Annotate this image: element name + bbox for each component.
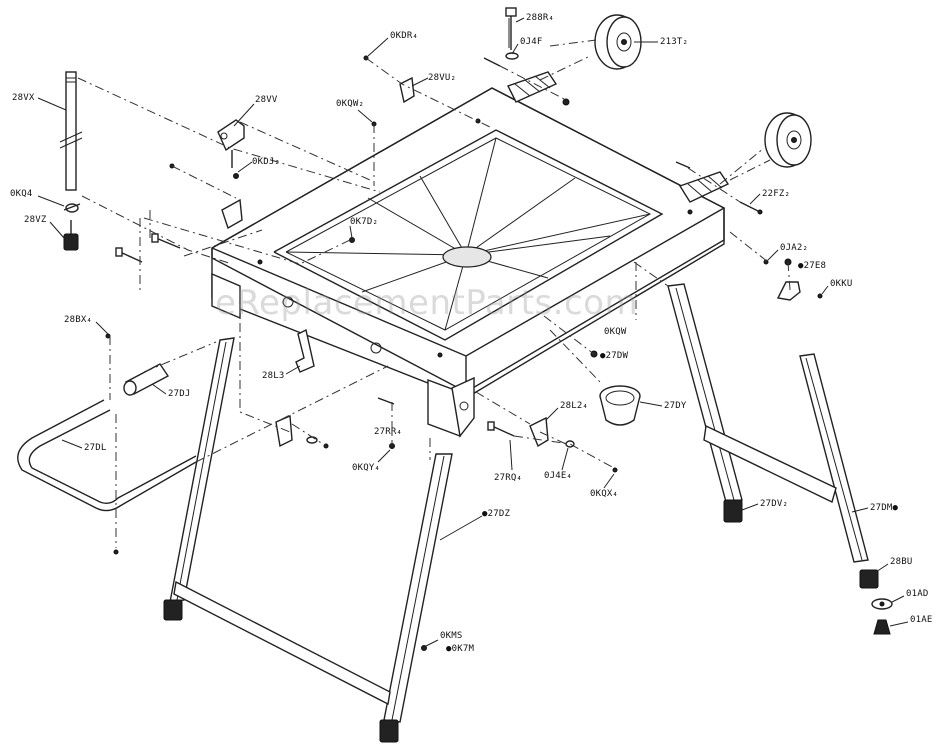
callout-0KDJ: 0KDJ₂	[252, 157, 280, 167]
part-callouts: 28VX 0KQ4 28VZ 28VV 0KDJ₂ 0KDR₄ 28VU₂ 0K…	[10, 13, 932, 654]
callout-28VX: 28VX	[12, 93, 35, 103]
callout-28BX: 28BX₄	[64, 315, 92, 325]
callout-27DL: 27DL	[84, 443, 106, 453]
callout-27DY: 27DY	[664, 401, 687, 411]
callout-27DM: 27DM●	[870, 503, 898, 513]
callout-0J4E: 0J4E₄	[544, 471, 572, 481]
extension-handle	[17, 363, 197, 555]
wheel-right	[764, 112, 812, 168]
watermark-text: eReplacementParts.com	[215, 283, 639, 323]
callout-0KQX: 0KQX₄	[590, 489, 618, 499]
callout-0J4F: 0J4F	[520, 37, 542, 47]
callout-28L3: 28L3	[262, 371, 284, 381]
wheel-top	[594, 14, 642, 70]
callout-0KQ4: 0KQ4	[10, 189, 32, 199]
callout-01AD: 01AD	[906, 589, 928, 599]
callout-27DW: ●27DW	[600, 351, 628, 361]
hardware-parts	[59, 7, 823, 651]
callout-0JA2: 0JA2₂	[780, 243, 808, 253]
callout-0KQY: 0KQY₄	[352, 463, 380, 473]
assembly-leader-lines	[77, 39, 791, 548]
callout-0KDR: 0KDR₄	[390, 31, 418, 41]
callout-0KKU: 0KKU	[830, 279, 852, 289]
callout-27DZ: ●27DZ	[482, 509, 510, 519]
callout-22FZ: 22FZ₂	[762, 189, 790, 199]
leg-assembly-front	[163, 337, 453, 743]
callout-0KQW-mid: 0KQW	[604, 327, 627, 337]
callout-0KMS: 0KMS	[440, 631, 462, 641]
callout-288R: 288R₄	[526, 13, 554, 23]
callout-213T: 213T₂	[660, 37, 688, 47]
callout-27E8: ●27E8	[798, 261, 826, 271]
callout-28VU: 28VU₂	[428, 73, 456, 83]
table-top	[211, 71, 730, 438]
callout-28VV: 28VV	[255, 95, 278, 105]
callout-28VZ: 28VZ	[24, 215, 47, 225]
callout-27DV: 27DV₂	[760, 499, 788, 509]
callout-28BU: 28BU	[890, 557, 912, 567]
callout-28L2: 28L2₄	[560, 401, 588, 411]
callout-27DJ: 27DJ	[168, 389, 190, 399]
callout-0K7D: 0K7D₂	[350, 217, 378, 227]
callout-27RR: 27RR₄	[374, 427, 402, 437]
callout-0KQW-top: 0KQW₂	[336, 99, 364, 109]
callout-0K7M: ●0K7M	[446, 644, 474, 654]
callout-27RQ: 27RQ₄	[494, 473, 522, 483]
leg-assembly-rear	[667, 283, 893, 635]
callout-01AE: 01AE	[910, 615, 932, 625]
